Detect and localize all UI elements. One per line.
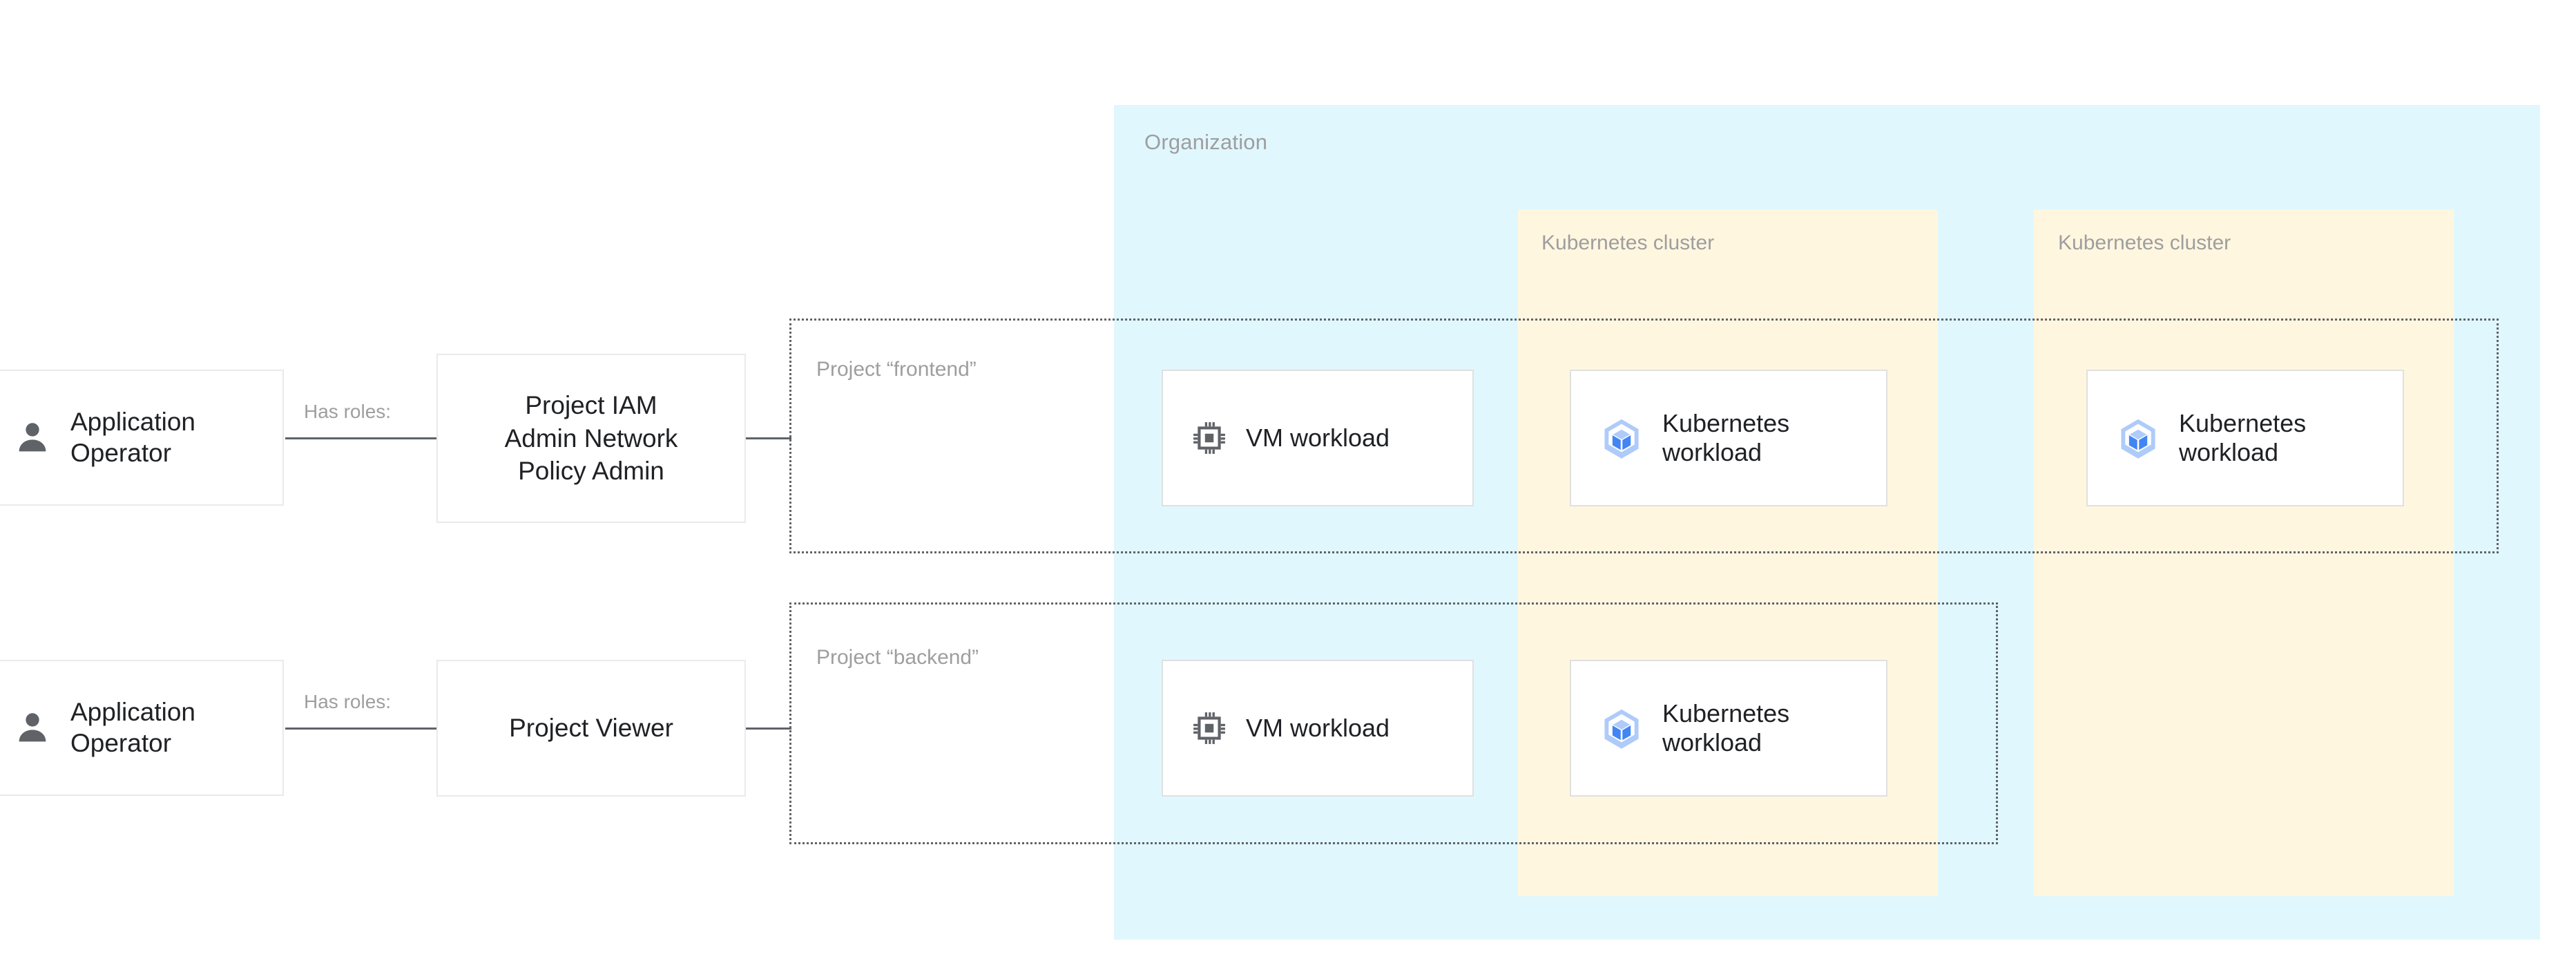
cpu-chip-icon	[1193, 422, 1225, 454]
kubernetes-cluster-label-2: Kubernetes cluster	[2058, 231, 2231, 254]
workload-label-k8s-frontend-cluster2: Kubernetes workload	[2179, 408, 2307, 466]
project-backend-boundary	[789, 602, 1998, 844]
workload-card-k8s-frontend-cluster1[interactable]: Kubernetes workload	[1570, 370, 1887, 506]
workload-label-k8s-backend-cluster1: Kubernetes workload	[1662, 698, 1790, 757]
actor-box-2[interactable]: Application Operator	[0, 660, 284, 796]
connector-caption-2: Has roles:	[304, 691, 392, 712]
connector-caption-1: Has roles:	[304, 401, 392, 422]
role-label-1: Project IAM Admin Network Policy Admin	[504, 391, 678, 486]
connector-role-to-project-2	[744, 728, 791, 730]
workload-card-vm-backend[interactable]: VM workload	[1162, 660, 1474, 797]
organization-label: Organization	[1144, 130, 1268, 154]
workload-card-vm-frontend[interactable]: VM workload	[1162, 370, 1474, 506]
actor-box-1[interactable]: Application Operator	[0, 370, 284, 506]
connector-actor-to-role-2	[285, 728, 438, 730]
person-icon	[19, 422, 46, 451]
kubernetes-workload-icon	[1604, 419, 1639, 459]
workload-label-vm-backend: VM workload	[1246, 713, 1390, 742]
actor-label-1: Application Operator	[70, 408, 196, 467]
project-frontend-boundary	[789, 318, 2499, 553]
workload-card-k8s-frontend-cluster2[interactable]: Kubernetes workload	[2086, 370, 2404, 506]
role-label-2: Project Viewer	[509, 714, 673, 743]
person-icon	[19, 712, 46, 741]
project-frontend-label: Project “frontend”	[816, 358, 977, 381]
kubernetes-cluster-label-1: Kubernetes cluster	[1541, 231, 1715, 254]
project-backend-label: Project “backend”	[816, 646, 979, 669]
workload-label-vm-frontend: VM workload	[1246, 423, 1390, 452]
workload-label-k8s-frontend-cluster1: Kubernetes workload	[1662, 408, 1790, 466]
kubernetes-workload-icon	[1604, 709, 1639, 749]
kubernetes-workload-icon	[2121, 419, 2155, 459]
cpu-chip-icon	[1193, 712, 1225, 744]
connector-actor-to-role-1	[285, 437, 438, 439]
workload-card-k8s-backend-cluster1[interactable]: Kubernetes workload	[1570, 660, 1887, 797]
role-box-2[interactable]: Project Viewer	[436, 660, 746, 797]
actor-label-2: Application Operator	[70, 698, 196, 757]
connector-role-to-project-1	[744, 437, 791, 439]
role-box-1[interactable]: Project IAM Admin Network Policy Admin	[436, 354, 746, 523]
